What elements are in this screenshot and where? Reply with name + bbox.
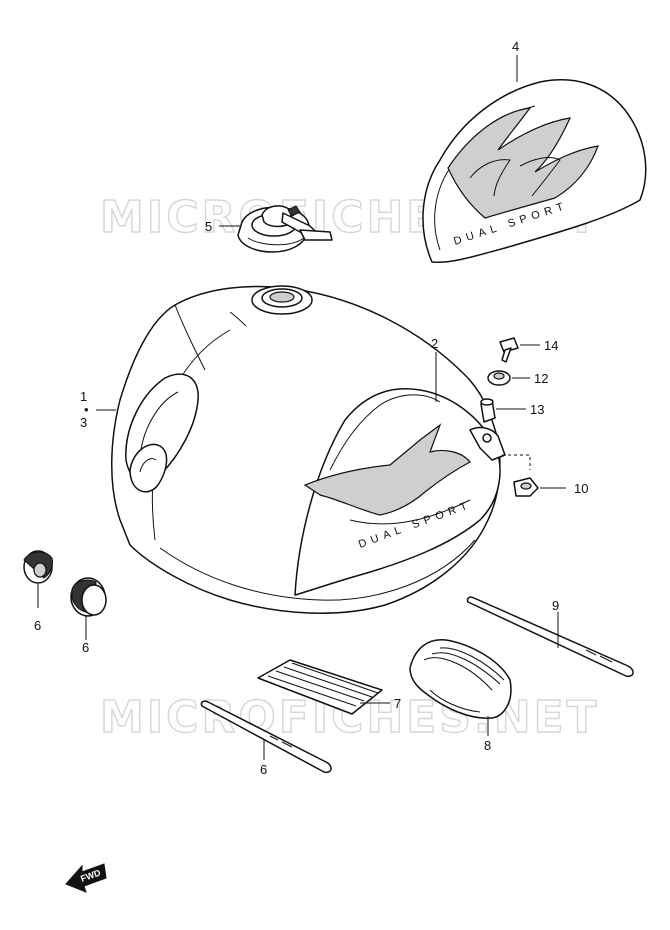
callout-14: 14	[544, 338, 558, 353]
cap-plug	[70, 577, 107, 617]
bolt	[499, 337, 519, 363]
tank-cover-decal: DUAL SPORT	[422, 79, 647, 264]
spacer-collar	[480, 398, 496, 423]
callout-13: 13	[530, 402, 544, 417]
callout-dot: •	[84, 402, 89, 417]
callout-12: 12	[534, 371, 548, 386]
callout-1: 1	[80, 389, 87, 404]
callout-9: 8	[484, 738, 491, 753]
long-strap	[466, 596, 634, 678]
callout-10: 9	[552, 598, 559, 613]
grommet-left	[23, 550, 53, 584]
short-strap	[200, 700, 332, 774]
callout-6b: 6	[82, 640, 89, 655]
fuel-cap	[237, 205, 333, 253]
callout-4: 4	[512, 39, 519, 54]
callout-2: 2	[431, 336, 438, 351]
washer	[487, 370, 511, 386]
callout-3: 3	[80, 415, 87, 430]
callout-5: 5	[205, 219, 212, 234]
tank-cushion	[409, 639, 512, 719]
callout-6a: 6	[34, 618, 41, 633]
callout-7: 6	[260, 762, 267, 777]
rubber-pad	[257, 659, 383, 715]
forward-arrow-icon: FWD	[65, 863, 107, 893]
fuel-tank: DUAL SPORT	[111, 285, 506, 614]
callout-8: 7	[394, 696, 401, 711]
callout-11: 10	[574, 481, 588, 496]
mount-grommet	[513, 477, 539, 497]
